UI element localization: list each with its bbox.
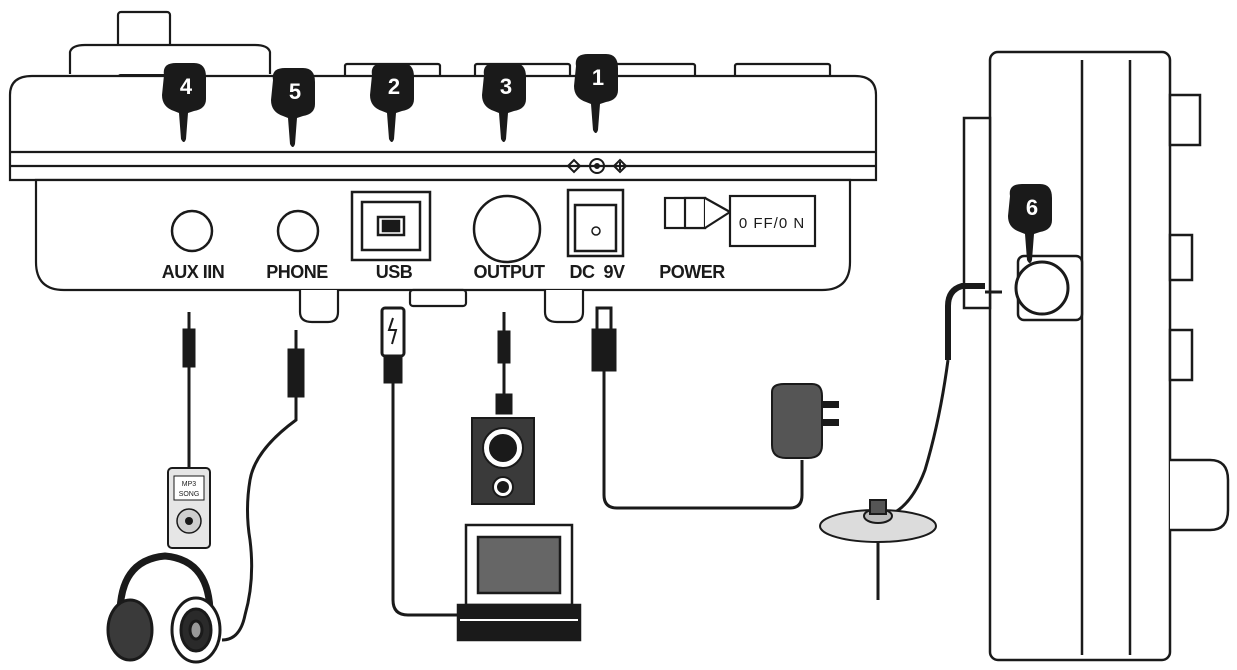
label-output: OUTPUT: [474, 262, 546, 282]
usb-port: [350, 190, 432, 262]
marker-3: 3: [500, 74, 512, 99]
usb-cable: [380, 306, 466, 617]
power-switch[interactable]: [663, 194, 817, 248]
mp3-screen-line1: MP3: [182, 481, 197, 488]
label-usb: USB: [376, 262, 413, 282]
marker-5: 5: [289, 79, 301, 104]
mp3-screen-line2: SONG: [179, 491, 200, 498]
headphones-icon: [106, 552, 222, 664]
dc-jack: [566, 188, 625, 258]
power-adapter-icon: [771, 383, 839, 459]
marker-4: 4: [180, 74, 193, 99]
laptop-icon: [456, 523, 582, 642]
label-dc-9v: DC 9V: [569, 262, 625, 282]
phone-jack: [276, 209, 320, 253]
aux-in-jack: [170, 209, 214, 253]
output-jack: [472, 194, 542, 264]
speaker-icon: [471, 417, 535, 505]
marker-6: 6: [1026, 195, 1038, 220]
cymbal-cable: [889, 283, 1002, 517]
drum-module-side: [962, 50, 1230, 662]
mp3-player-icon: MP3 SONG: [167, 467, 211, 549]
dc-polarity-icon: [566, 158, 628, 174]
drum-module-rear: [8, 10, 878, 324]
cymbal-icon: [819, 499, 937, 600]
power-switch-label: 0 FF/0 N: [739, 215, 805, 232]
label-power: POWER: [659, 262, 725, 282]
phone-cable: [221, 330, 305, 642]
marker-2: 2: [388, 74, 400, 99]
side-jack: [1014, 260, 1070, 316]
aux-cable: [182, 312, 196, 470]
output-cable: [495, 312, 513, 415]
label-aux-in: AUX IIN: [162, 262, 225, 282]
marker-1: 1: [592, 65, 604, 90]
label-phone: PHONE: [266, 262, 328, 282]
dc-cable: [591, 306, 804, 510]
